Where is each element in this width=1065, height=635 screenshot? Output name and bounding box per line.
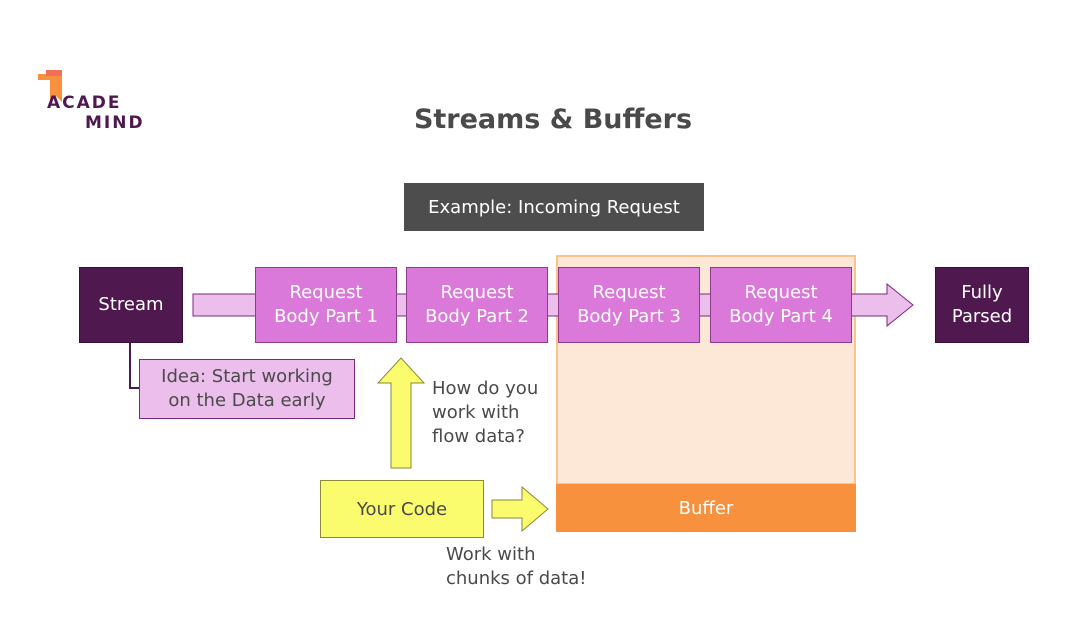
example-label: Example: Incoming Request	[404, 183, 704, 231]
your-code-box: Your Code	[320, 480, 484, 538]
idea-connector-line	[129, 343, 139, 389]
up-arrow	[376, 357, 426, 469]
logo-text-line1: ACADE	[47, 93, 122, 113]
buffer-label: Buffer	[678, 497, 734, 519]
request-part-4: Request Body Part 4	[710, 267, 852, 343]
stream-label: Stream	[98, 294, 164, 315]
logo: ACADE MIND	[36, 68, 156, 134]
question-note: How do you work with flow data?	[432, 378, 539, 447]
right-arrow	[491, 485, 549, 533]
request-part-2: Request Body Part 2	[406, 267, 548, 343]
request-part-1: Request Body Part 1	[255, 267, 397, 343]
example-label-text: Example: Incoming Request	[428, 196, 680, 218]
fully-parsed-box: Fully Parsed	[935, 267, 1029, 343]
logo-bookmark-icon	[38, 70, 62, 102]
stream-box: Stream	[79, 267, 183, 343]
idea-box: Idea: Start working on the Data early	[139, 359, 355, 419]
chunks-note: Work with chunks of data!	[446, 544, 587, 589]
buffer-bar: Buffer	[556, 484, 856, 532]
logo-text-line2: MIND	[85, 113, 145, 133]
page-title: Streams & Buffers	[413, 104, 693, 135]
request-part-3: Request Body Part 3	[558, 267, 700, 343]
your-code-label: Your Code	[356, 498, 448, 520]
